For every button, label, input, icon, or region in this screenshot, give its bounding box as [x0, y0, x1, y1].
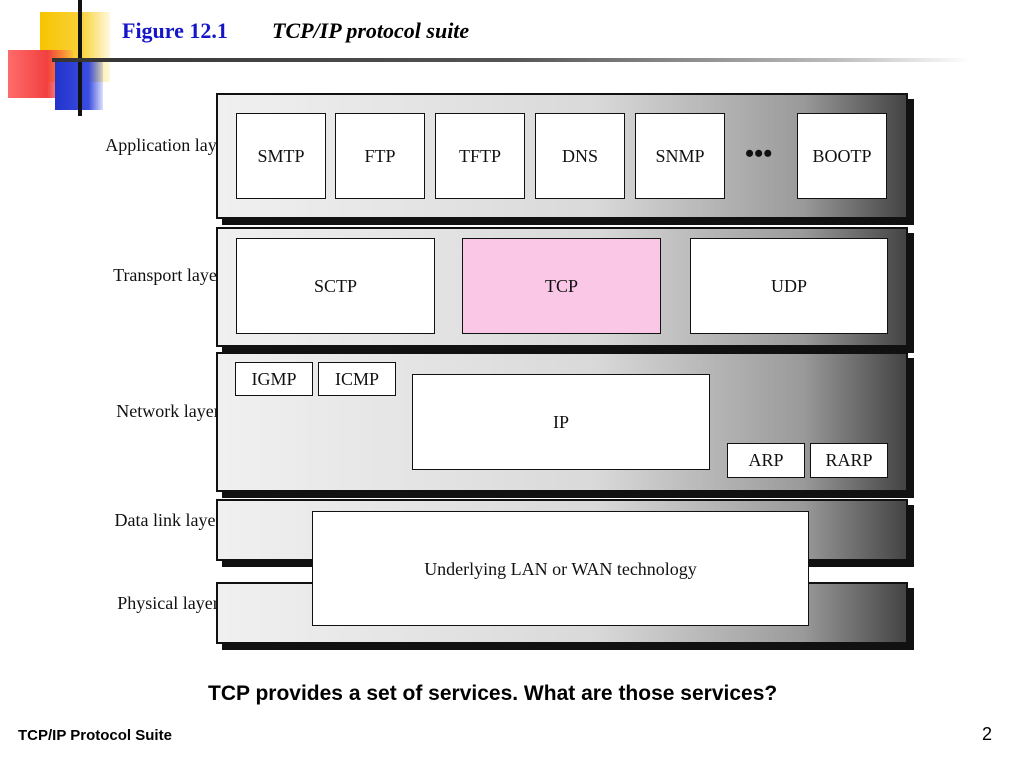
underlying-technology-box: Underlying LAN or WAN technology	[312, 511, 809, 626]
ellipsis: •••	[745, 139, 773, 168]
network-layer: IGMP ICMP IP ARP RARP	[216, 352, 908, 492]
arp-box: ARP	[727, 443, 805, 478]
icmp-box: ICMP	[318, 362, 396, 396]
snmp-box: SNMP	[635, 113, 725, 199]
figure-label: Figure 12.1	[122, 18, 228, 43]
smtp-box: SMTP	[236, 113, 326, 199]
transport-layer-label: Transport layer	[113, 265, 223, 285]
dns-box: DNS	[535, 113, 625, 199]
title-rule	[52, 58, 972, 62]
sctp-box: SCTP	[236, 238, 435, 334]
transport-layer: SCTP TCP UDP	[216, 227, 908, 347]
tftp-box: TFTP	[435, 113, 525, 199]
igmp-box: IGMP	[235, 362, 313, 396]
ftp-box: FTP	[335, 113, 425, 199]
physical-layer-label: Physical layer	[117, 593, 219, 613]
ip-box: IP	[412, 374, 710, 470]
datalink-layer-label: Data link layer	[114, 510, 222, 530]
tcp-box: TCP	[462, 238, 661, 334]
bootp-box: BOOTP	[797, 113, 887, 199]
question-text: TCP provides a set of services. What are…	[208, 682, 778, 705]
application-layer: SMTP FTP TFTP DNS SNMP ••• BOOTP	[216, 93, 908, 219]
figure-title: TCP/IP protocol suite	[272, 18, 470, 43]
network-layer-label: Network layer	[116, 401, 220, 421]
rarp-box: RARP	[810, 443, 888, 478]
page-number: 2	[981, 724, 992, 744]
footer-title: TCP/IP Protocol Suite	[18, 727, 172, 744]
application-layer-label: Application layer	[105, 135, 231, 155]
udp-box: UDP	[690, 238, 888, 334]
